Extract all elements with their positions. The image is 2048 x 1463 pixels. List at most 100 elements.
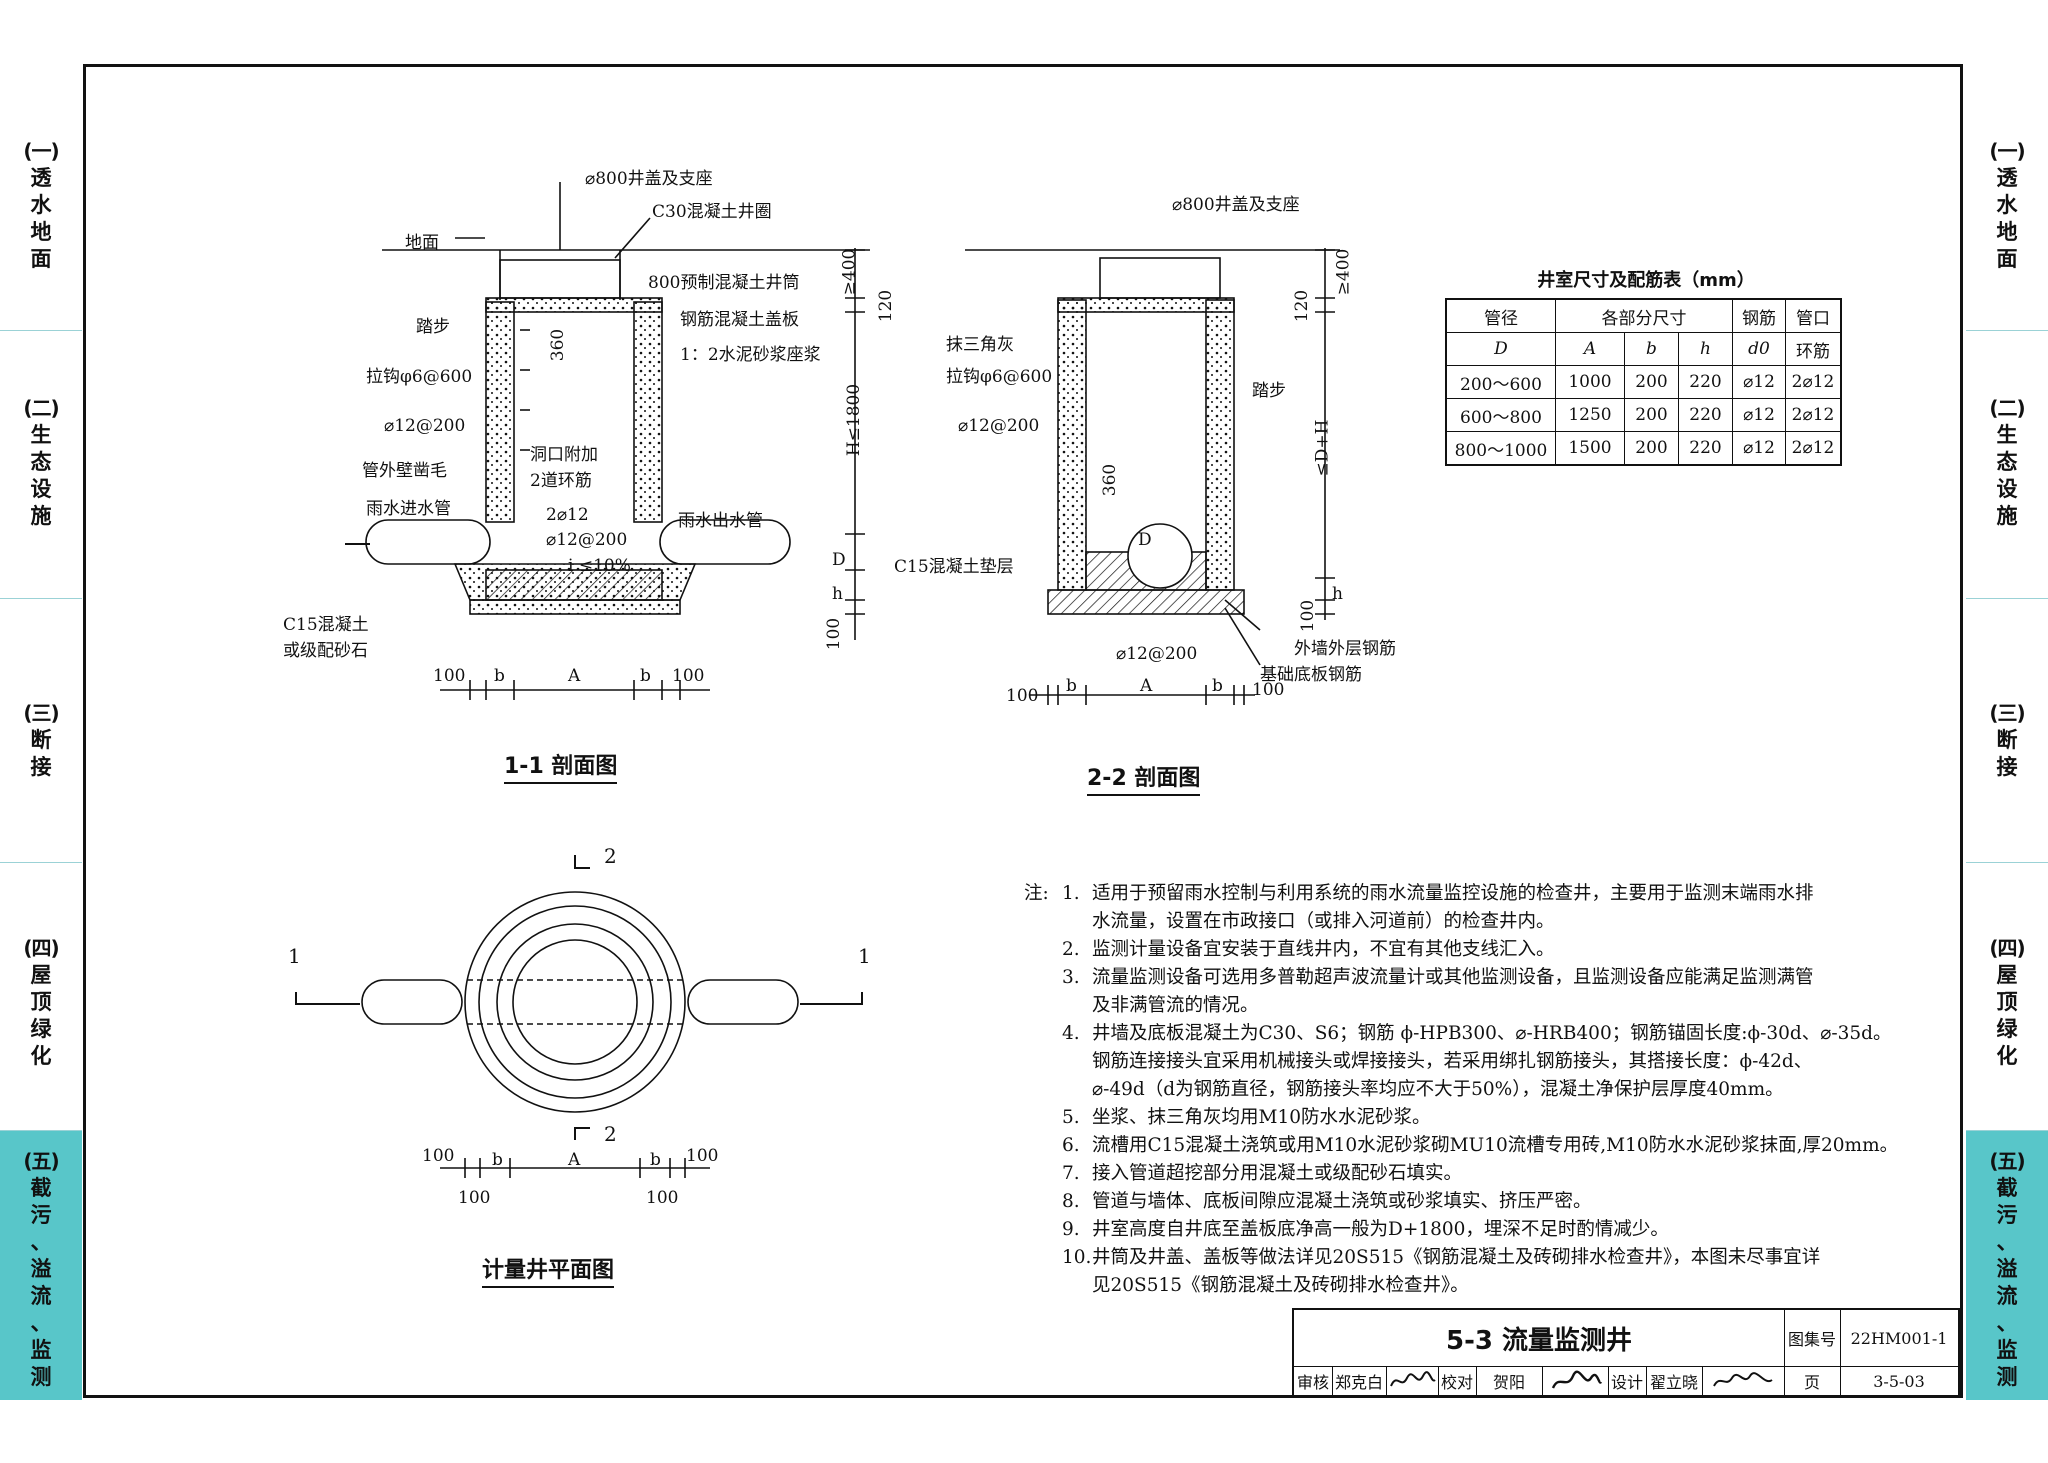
tab-char: 接 (30, 755, 52, 779)
section-tab[interactable]: (二)生态设施 (0, 395, 82, 595)
table-header: D (1445, 332, 1556, 366)
tab-char: 绿 (1996, 1017, 2018, 1041)
note-body: 7.接入管道超挖部分用混凝土或级配砂石填实。 (1062, 1160, 1904, 1188)
label-slab: 钢筋混凝土盖板 (680, 310, 799, 330)
table-cell: 800～1000 (1445, 431, 1556, 466)
tab-char: 设 (1996, 477, 2018, 501)
table-cell: 2⌀12 (1785, 398, 1842, 432)
table-cell: 600～800 (1445, 398, 1556, 432)
label-ring-rebar: 2⌀12 (546, 505, 589, 525)
tab-char: 化 (30, 1044, 52, 1068)
note-item: 9.井室高度自井底至盖板底净高一般为D+1800，埋深不足时酌情减少。 (1024, 1216, 1904, 1244)
note-line: 钢筋连接接头宜采用机械接头或焊接接头，若采用绑扎钢筋接头，其搭接长度：ϕ-42d… (1062, 1048, 1904, 1076)
plan-caption: 计量井平面图 (482, 1252, 615, 1288)
table-header-row-1: 管径 各部分尺寸 钢筋 管口 (1445, 298, 1842, 333)
note-line: 2.监测计量设备宜安装于直线井内，不宜有其他支线汇入。 (1062, 936, 1904, 964)
tab-divider (0, 598, 82, 599)
dim-360-2: 360 (1100, 463, 1121, 497)
tab-number: (五) (23, 1149, 59, 1173)
table-header: 环筋 (1785, 332, 1842, 366)
dim-100-right: 100 (672, 666, 705, 686)
note-body: 4.井墙及底板混凝土为C30、S6；钢筋 ϕ-HPB300、⌀-HRB400；钢… (1062, 1020, 1904, 1104)
plan-section-1-right: 1 (858, 944, 871, 968)
table-header: b (1624, 332, 1679, 366)
note-item: 8.管道与墙体、底板间隙应混凝土浇筑或砂浆填实、挤压严密。 (1024, 1188, 1904, 1216)
tab-char: 、 (1996, 1230, 2018, 1254)
label-barrel: 800预制混凝土井筒 (648, 273, 800, 293)
tab-char: 污 (1996, 1203, 2018, 1227)
tab-number: (五) (1989, 1149, 2025, 1173)
table-header: 管径 (1445, 298, 1556, 333)
plan-section-2-top: 2 (604, 844, 617, 868)
note-text: ⌀-49d（d为钢筋直径，钢筋接头率均应不大于50%），混凝土净保护层厚度40m… (1092, 1079, 1784, 1100)
tab-char: 截 (1996, 1176, 2018, 1200)
section-tab[interactable]: (一)透水地面 (1966, 138, 2048, 328)
label-base: C15混凝土垫层 (894, 557, 1014, 577)
label-ring: C30混凝土井圈 (652, 202, 772, 222)
tab-char: 流 (30, 1284, 52, 1308)
section-tab[interactable]: (三)断接 (0, 700, 82, 830)
table-title: 井室尺寸及配筋表（mm） (1537, 270, 1755, 291)
tab-char: 屋 (30, 963, 52, 987)
note-line: 及非满管流的情况。 (1062, 992, 1904, 1020)
dim-b-right-2: b (1212, 676, 1223, 696)
reviewer-signature (1386, 1366, 1439, 1396)
tab-number: (二) (23, 396, 59, 420)
table-cell: 220 (1678, 398, 1733, 432)
plan-dim-b-left: b (492, 1150, 503, 1170)
label-roughen: 管外壁凿毛 (362, 461, 447, 481)
note-body: 6.流槽用C15混凝土浇筑或用M10水泥砂浆砌MU10流槽专用砖,M10防水水泥… (1062, 1132, 1904, 1160)
tab-char: 施 (30, 504, 52, 528)
table-cell: ⌀12 (1732, 431, 1786, 466)
note-item: 10.井筒及井盖、盖板等做法详见20S515《钢筋混凝土及砖砌排水检查井》，本图… (1024, 1244, 1904, 1300)
note-text: 管道与墙体、底板间隙应混凝土浇筑或砂浆填实、挤压严密。 (1092, 1191, 1592, 1212)
tab-char: 设 (30, 477, 52, 501)
tab-char: 透 (1996, 166, 2018, 190)
note-text: 钢筋连接接头宜采用机械接头或焊接接头，若采用绑扎钢筋接头，其搭接长度：ϕ-42d… (1092, 1051, 1813, 1072)
tab-char: 屋 (1996, 963, 2018, 987)
label-fill-1: C15混凝土 (283, 615, 369, 635)
tab-char: 流 (1996, 1284, 2018, 1308)
plan-drawing (295, 855, 863, 1178)
section-tab[interactable]: (五)截污、溢流、监测 (1966, 1130, 2048, 1400)
tab-divider (1966, 330, 2048, 331)
tab-number: (一) (1989, 139, 2025, 163)
table-cell: 200 (1624, 365, 1679, 399)
tab-char: 接 (1996, 755, 2018, 779)
tab-divider (1966, 598, 2048, 599)
table-header: h (1678, 332, 1733, 366)
checker-name: 贺阳 (1476, 1366, 1543, 1396)
section-tab[interactable]: (二)生态设施 (1966, 395, 2048, 595)
note-line: 5.坐浆、抹三角灰均用M10防水水泥砂浆。 (1062, 1104, 1904, 1132)
tab-number: (三) (23, 701, 59, 725)
note-line: 见20S515《钢筋混凝土及砖砌排水检查井》。 (1062, 1272, 1904, 1300)
note-line: 1.适用于预留雨水控制与利用系统的雨水流量监控设施的检查井，主要用于监测末端雨水… (1062, 880, 1904, 908)
note-lead (1024, 1216, 1062, 1244)
note-item: 4.井墙及底板混凝土为C30、S6；钢筋 ϕ-HPB300、⌀-HRB400；钢… (1024, 1020, 1904, 1104)
label-hook: 拉钩φ6@600 (366, 367, 473, 387)
tab-char: 污 (30, 1203, 52, 1227)
plan-dim-100-right: 100 (686, 1146, 719, 1166)
note-lead (1024, 1160, 1062, 1188)
tab-char: 化 (1996, 1044, 2018, 1068)
note-lead (1024, 1020, 1062, 1104)
tab-char: 地 (1996, 220, 2018, 244)
page-number: 3-5-03 (1873, 1371, 1925, 1391)
section-tab[interactable]: (一)透水地面 (0, 138, 82, 328)
tab-char: 、 (30, 1230, 52, 1254)
section-tab[interactable]: (五)截污、溢流、监测 (0, 1130, 82, 1400)
section-tab[interactable]: (四)屋顶绿化 (1966, 935, 2048, 1135)
note-number: 10. (1062, 1247, 1092, 1268)
tab-char: 断 (1996, 728, 2018, 752)
table-cell: ⌀12 (1732, 365, 1786, 399)
label-inlet: 雨水进水管 (366, 499, 451, 519)
table-cell: 1000 (1555, 365, 1625, 399)
section-tab[interactable]: (三)断接 (1966, 700, 2048, 830)
section-1-drawing (345, 182, 870, 700)
note-body: 1.适用于预留雨水控制与利用系统的雨水流量监控设施的检查井，主要用于监测末端雨水… (1062, 880, 1904, 936)
note-line: 水流量，设置在市政接口（或排入河道前）的检查井内。 (1062, 908, 1904, 936)
section-tab[interactable]: (四)屋顶绿化 (0, 935, 82, 1135)
